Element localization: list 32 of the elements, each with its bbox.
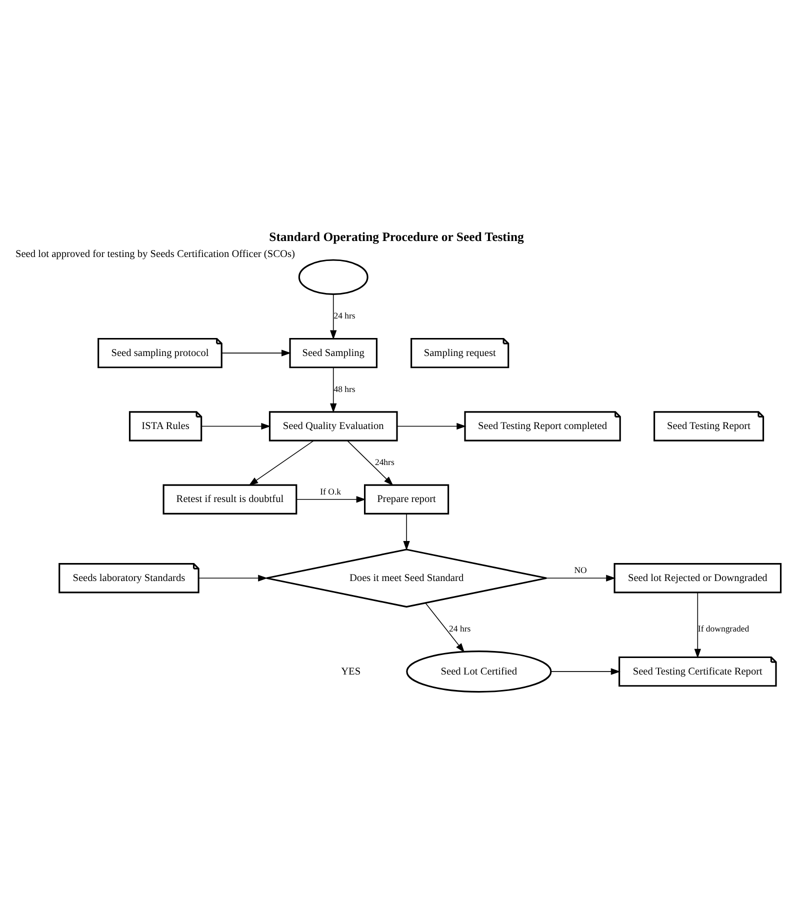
label: YES <box>341 666 361 677</box>
node-box: Prepare report <box>364 484 450 514</box>
edge-label: NO <box>574 564 587 575</box>
edge-label: 24 hrs <box>334 310 356 320</box>
node-ellipse: Seed Lot Certified <box>406 650 552 692</box>
edge-label: 48 hrs <box>334 383 356 394</box>
node-label: Seed lot approved for testing by Seeds Certification Officer (SCOs) <box>15 248 295 260</box>
edge-label: If downgraded <box>698 622 750 633</box>
edge-label: If O.k <box>320 486 342 496</box>
edge-label: 24hrs <box>374 456 394 467</box>
node-ellipse <box>298 258 368 294</box>
node-box: Seed lot Rejected or Downgraded <box>614 562 782 593</box>
edge-label: 24 hrs <box>449 622 471 633</box>
arrow <box>396 422 466 430</box>
arrow <box>330 294 337 340</box>
node-diamond: Does it meet Seed Standard <box>266 548 548 608</box>
arrow <box>550 668 620 674</box>
arrow <box>546 574 616 581</box>
arrow <box>248 440 314 486</box>
diagram-title: Standard Operating Procedure or Seed Testing <box>269 229 524 244</box>
node-box: Retest if result is doubtful <box>162 484 298 514</box>
node-box: Seed Quality Evaluation <box>268 410 398 441</box>
arrow <box>296 496 366 502</box>
arrow <box>403 513 410 550</box>
arrow <box>347 440 394 486</box>
arrow <box>425 602 465 652</box>
arrow <box>222 349 292 356</box>
arrow <box>694 592 701 658</box>
arrow <box>198 574 268 581</box>
node-box: Seed Sampling <box>289 337 378 368</box>
arrow <box>201 422 271 430</box>
arrow <box>330 366 337 412</box>
